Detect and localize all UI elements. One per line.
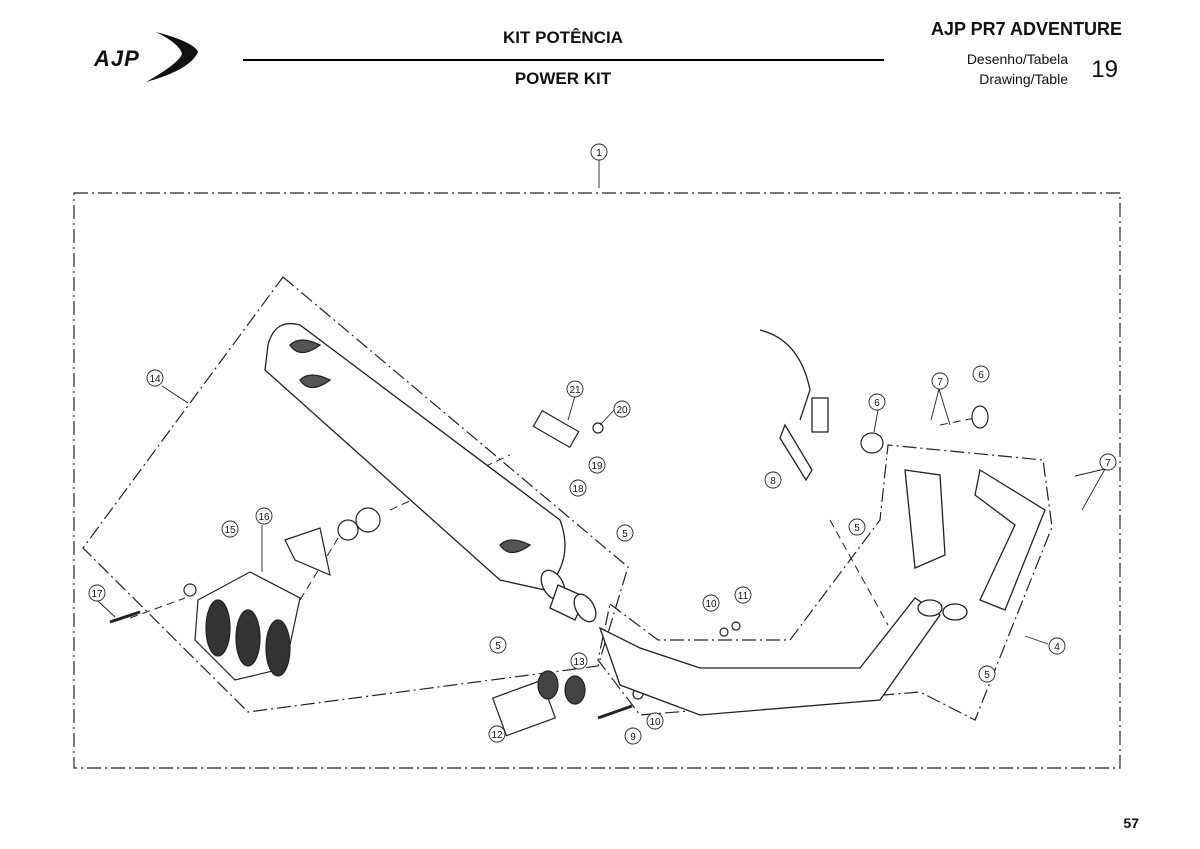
callout-label: 12 (491, 730, 503, 741)
title-divider (243, 59, 884, 61)
callout-label: 20 (616, 405, 628, 416)
callout-label: 21 (569, 385, 581, 396)
callout-21: 21 (566, 380, 584, 398)
logo-text: AJP (93, 46, 140, 71)
page-number: 57 (1123, 815, 1139, 831)
callout-label: 11 (738, 591, 749, 602)
callout-label: 9 (630, 732, 636, 743)
drawing-label-en: Drawing/Table (979, 71, 1068, 87)
callout-label: 18 (572, 484, 584, 495)
callout-19: 19 (588, 456, 606, 474)
header-pipe (598, 329, 1046, 716)
callout-13: 13 (570, 652, 588, 670)
end-cap (194, 571, 301, 681)
silencer-group-boundary (82, 276, 629, 713)
callouts (97, 160, 1106, 645)
drawing-number: 19 (1091, 56, 1118, 83)
ajp-logo: AJP (93, 32, 198, 82)
callout-label: 6 (874, 398, 880, 409)
callout-6: 6 (868, 393, 886, 411)
callout-label: 5 (984, 670, 990, 681)
callout-label: 7 (937, 377, 943, 388)
callout-9: 9 (624, 727, 642, 745)
title-portuguese: KIT POTÊNCIA (503, 28, 623, 47)
callout-label: 6 (978, 370, 984, 381)
callout-5: 5 (616, 524, 634, 542)
gaskets (860, 405, 989, 454)
header-pipe-group-boundary (597, 444, 1053, 721)
callout-label: 17 (91, 589, 103, 600)
kit-boundary (73, 192, 1121, 769)
callout-label: 10 (705, 599, 717, 610)
title-english: POWER KIT (514, 69, 612, 88)
callout-8: 8 (764, 471, 782, 489)
callout-label: 7 (1105, 458, 1111, 469)
drawing-label-pt: Desenho/Tabela (966, 51, 1068, 67)
callout-7: 7 (1099, 453, 1117, 471)
callout-14: 14 (146, 369, 164, 387)
callout-18: 18 (569, 479, 587, 497)
callout-5: 5 (848, 518, 866, 536)
callout-label: 16 (258, 512, 270, 523)
callout-label: 4 (1054, 642, 1060, 653)
callout-6: 6 (972, 365, 990, 383)
silencer (264, 322, 597, 623)
callout-label: 1 (596, 148, 602, 159)
callout-label: 8 (770, 476, 776, 487)
callout-label: 5 (854, 523, 860, 534)
callout-label: 15 (224, 525, 236, 536)
callout-label: 13 (573, 657, 585, 668)
callout-5: 5 (489, 636, 507, 654)
callout-17: 17 (88, 584, 106, 602)
callout-5: 5 (978, 665, 996, 683)
callout-15: 15 (221, 520, 239, 538)
callout-label: 19 (591, 461, 603, 472)
callout-4: 4 (1048, 637, 1066, 655)
callout-label: 14 (149, 374, 161, 385)
callout-7: 7 (931, 372, 949, 390)
model-name: AJP PR7 ADVENTURE (930, 19, 1122, 39)
callout-label: 10 (649, 717, 661, 728)
callout-10: 10 (702, 594, 720, 612)
callout-16: 16 (255, 507, 273, 525)
callout-10: 10 (646, 712, 664, 730)
callout-label: 5 (622, 529, 628, 540)
callout-1: 1 (590, 143, 608, 161)
callout-20: 20 (613, 400, 631, 418)
small-parts (109, 409, 741, 737)
callout-11: 11 (734, 586, 752, 604)
callout-12: 12 (488, 725, 506, 743)
callout-label: 5 (495, 641, 501, 652)
